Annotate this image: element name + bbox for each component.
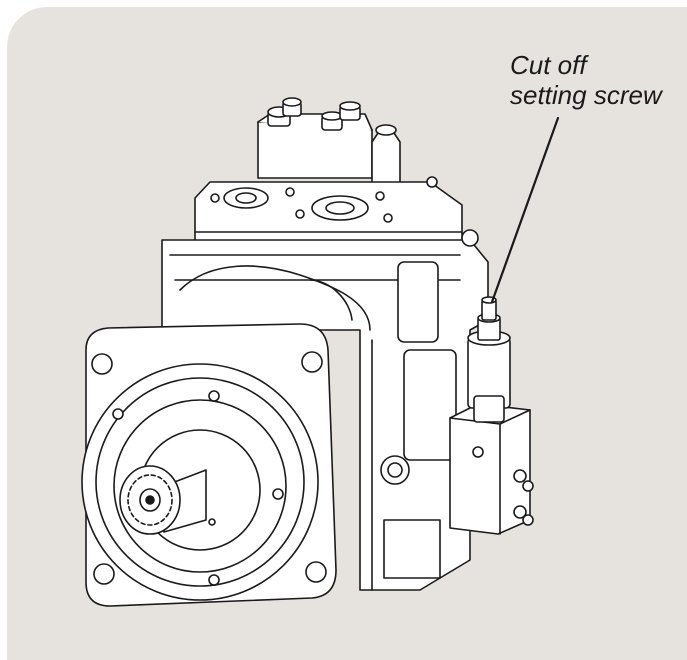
callout-label-line1: Cut off	[510, 50, 587, 80]
callout-label: Cut off setting screw	[510, 50, 680, 110]
callout-label-line2: setting screw	[510, 80, 662, 110]
top-valve-block	[257, 97, 401, 187]
port-plate	[194, 176, 463, 251]
callout-leader-line	[490, 116, 560, 304]
splined-shaft	[119, 465, 216, 535]
cutoff-valve	[449, 296, 534, 535]
